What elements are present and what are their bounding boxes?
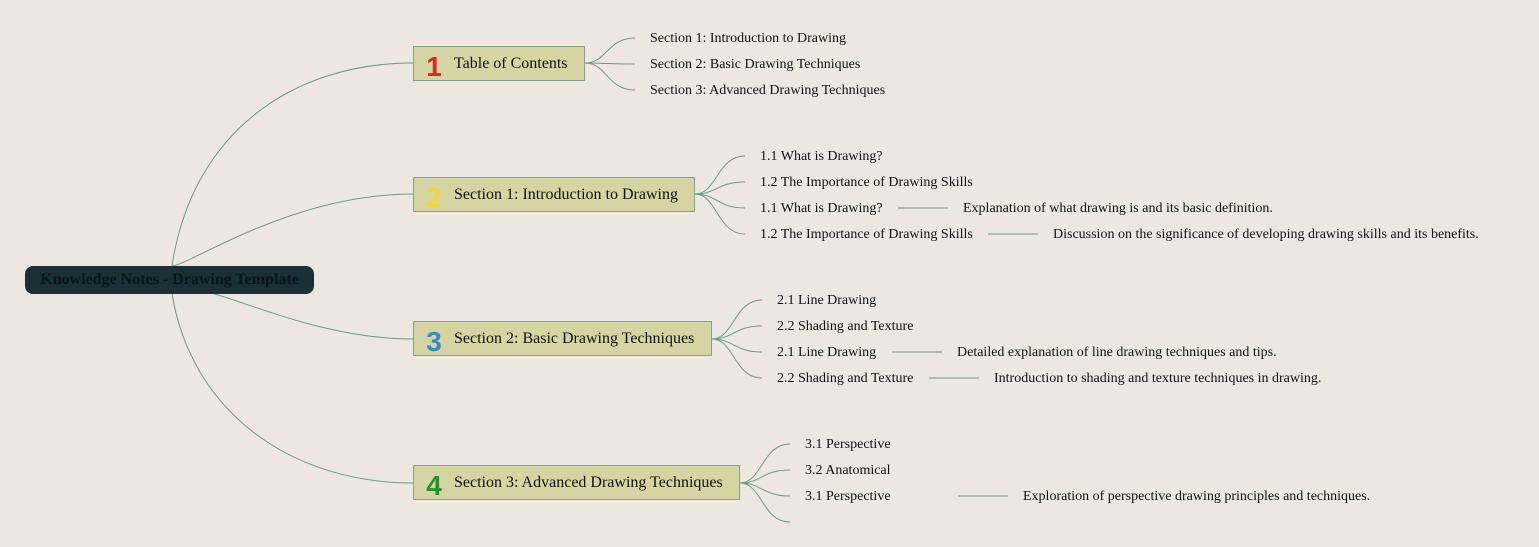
subtopic-connector	[584, 62, 636, 91]
subtopic[interactable]: 2.1 Line Drawing	[777, 293, 877, 308]
subtopic-connector	[694, 193, 746, 235]
priority-4-icon: 4	[426, 469, 442, 501]
subtopic[interactable]: 1.1 What is Drawing?	[760, 149, 883, 164]
subtopic-connector	[694, 181, 746, 195]
branch-label: Section 3: Advanced Drawing Techniques	[454, 473, 723, 491]
subtopic[interactable]: 1.2 The Importance of Drawing Skills	[760, 175, 973, 190]
branch-label: Table of Contents	[454, 54, 568, 72]
branch-connector	[171, 193, 414, 267]
subtopic-detail[interactable]: Detailed explanation of line drawing tec…	[957, 345, 1277, 360]
subtopic[interactable]: 3.2 Anatomical	[805, 463, 891, 478]
branch-topic-table-of-contents[interactable]: 1 Table of Contents	[413, 46, 585, 81]
subtopic-connector	[711, 338, 763, 379]
subtopic[interactable]: Section 2: Basic Drawing Techniques	[650, 57, 861, 72]
subtopic-connector	[694, 155, 746, 195]
subtopic-connector	[739, 443, 791, 484]
branch-connector	[171, 288, 414, 340]
branch-label: Section 1: Introduction to Drawing	[454, 185, 678, 203]
subtopic-detail[interactable]: Discussion on the significance of develo…	[1053, 227, 1479, 242]
subtopic-detail[interactable]: Explanation of what drawing is and its b…	[963, 201, 1273, 216]
subtopic[interactable]: Section 1: Introduction to Drawing	[650, 31, 846, 46]
subtopic[interactable]: 1.1 What is Drawing?	[760, 201, 883, 216]
subtopic-connector	[711, 325, 763, 340]
subtopic[interactable]: 2.2 Shading and Texture	[777, 371, 914, 386]
priority-2-icon: 2	[426, 181, 442, 213]
subtopic[interactable]: 3.1 Perspective	[805, 489, 891, 504]
root-topic[interactable]: Knowledge Notes - Drawing Template	[25, 266, 314, 294]
subtopic[interactable]: 2.2 Shading and Texture	[777, 319, 914, 334]
subtopic-connector	[584, 37, 636, 64]
subtopic[interactable]: 2.1 Line Drawing	[777, 345, 877, 360]
branch-topic-section-3[interactable]: 4 Section 3: Advanced Drawing Techniques	[413, 465, 740, 500]
subtopic-connector	[739, 469, 791, 484]
branch-connector	[171, 62, 414, 267]
branch-connector	[171, 293, 414, 484]
branch-topic-section-1[interactable]: 2 Section 1: Introduction to Drawing	[413, 177, 695, 212]
subtopic-connector	[711, 299, 763, 340]
subtopic[interactable]: 1.2 The Importance of Drawing Skills	[760, 227, 973, 242]
priority-3-icon: 3	[426, 325, 442, 357]
branch-topic-section-2[interactable]: 3 Section 2: Basic Drawing Techniques	[413, 321, 712, 356]
subtopic[interactable]: 3.1 Perspective	[805, 437, 891, 452]
subtopic-detail[interactable]: Introduction to shading and texture tech…	[994, 371, 1322, 386]
branch-label: Section 2: Basic Drawing Techniques	[454, 329, 695, 347]
subtopic-detail[interactable]: Exploration of perspective drawing princ…	[1023, 489, 1371, 504]
subtopic[interactable]: Section 3: Advanced Drawing Techniques	[650, 83, 886, 98]
subtopic-connector	[739, 482, 791, 523]
priority-1-icon: 1	[426, 50, 442, 82]
